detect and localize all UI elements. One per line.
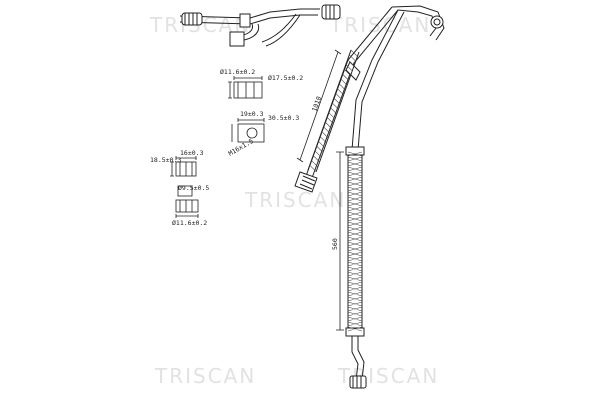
top-pipe-assembly: [179, 4, 341, 47]
dimension-lines: [296, 49, 344, 331]
pipe-clamp: [239, 13, 251, 28]
fitting-c-mid-dim: Ø9.5±0.5: [178, 184, 209, 192]
fitting-detail-b: [231, 118, 265, 143]
fitting-detail-c: [170, 156, 199, 218]
main-pipe-upper: [294, 5, 445, 193]
fitting-detail-a: [228, 76, 263, 99]
bracket: [229, 31, 245, 47]
braid-pattern: [347, 151, 363, 332]
main-pipe-lower: [351, 9, 405, 151]
lower-length-label: 560: [331, 238, 339, 250]
watermark-center: TRISCAN: [244, 188, 346, 212]
hose-crimp-top: [345, 146, 365, 156]
pipe-eye-fitting: [430, 15, 444, 29]
fitting-a-outer-dim: Ø17.5±0.2: [268, 74, 303, 82]
fitting-a-inner-dim: Ø11.6±0.2: [220, 68, 255, 76]
watermark-top-right: TRISCAN: [329, 13, 431, 37]
braided-hose: [345, 146, 367, 389]
fitting-b-side-dim: 30.5±0.3: [268, 114, 299, 122]
upper-braid: [307, 49, 360, 173]
fitting-b-top-dim: 19±0.3: [240, 110, 264, 118]
hose-end-fitting: [349, 375, 367, 389]
hose-crimp-bottom: [345, 327, 365, 337]
fitting-c-bottom-dim: Ø11.6±0.2: [172, 219, 207, 227]
pipe-connector-top: [321, 4, 341, 20]
fitting-c-top-dim: 16±0.3: [180, 149, 204, 157]
fitting-c-left-dim: 18.5±0.3: [150, 156, 181, 164]
watermark-bottom-left: TRISCAN: [154, 364, 256, 388]
upper-length-label: 1010: [310, 95, 323, 113]
